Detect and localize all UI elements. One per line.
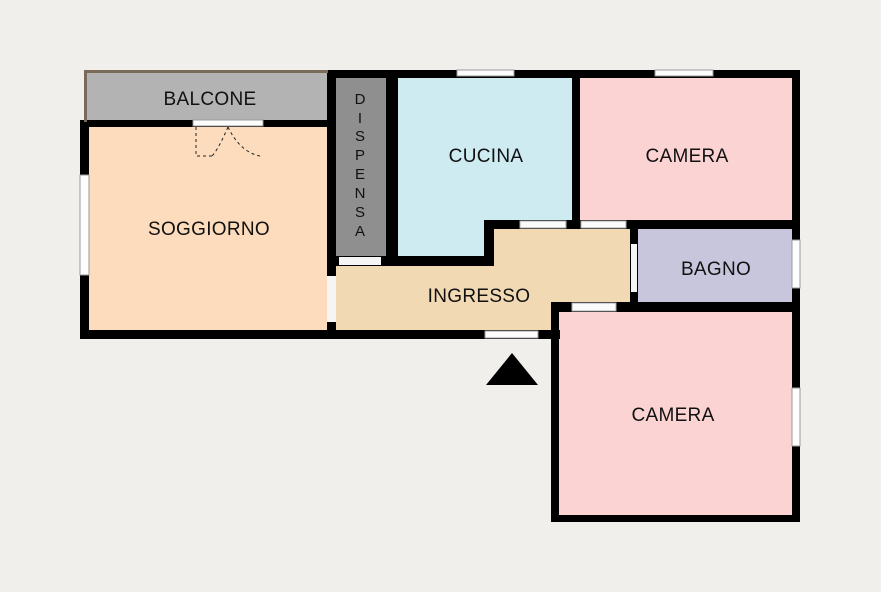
room-camera-top — [580, 78, 792, 222]
dispensa-letter: D — [355, 91, 366, 108]
label-bagno: BAGNO — [681, 259, 751, 280]
dispensa-letter: P — [355, 147, 365, 164]
window — [484, 330, 539, 339]
walls — [80, 70, 800, 522]
window — [456, 69, 515, 77]
dispensa-letter: S — [355, 204, 365, 221]
room-dispensa — [336, 78, 386, 256]
room-balcone — [86, 73, 328, 121]
label-balcone: BALCONE — [164, 89, 257, 110]
dispensa-letter: E — [355, 166, 365, 183]
label-cucina: CUCINA — [449, 146, 524, 167]
windows — [79, 69, 801, 447]
window — [791, 239, 801, 289]
triangle-up-icon — [486, 353, 538, 385]
label-soggiorno: SOGGIORNO — [148, 219, 270, 240]
label-dispensa: D I S P E N S A — [355, 91, 366, 240]
dispensa-letter: N — [355, 185, 366, 202]
window — [654, 69, 714, 77]
room-ingresso — [336, 225, 632, 330]
dispensa-letter: A — [355, 223, 365, 240]
label-ingresso: INGRESSO — [428, 286, 531, 307]
label-camera-top: CAMERA — [645, 146, 728, 167]
window — [192, 119, 264, 127]
label-camera-bottom: CAMERA — [631, 405, 714, 426]
window — [791, 387, 801, 447]
room-camera-bottom — [559, 312, 792, 515]
door-openings — [327, 220, 637, 322]
dispensa-letter: S — [355, 128, 365, 145]
dispensa-letter: I — [358, 110, 362, 127]
room-bagno — [638, 229, 792, 302]
balcony-door-swing — [195, 126, 261, 157]
room-soggiorno — [89, 127, 327, 330]
window — [79, 174, 90, 276]
